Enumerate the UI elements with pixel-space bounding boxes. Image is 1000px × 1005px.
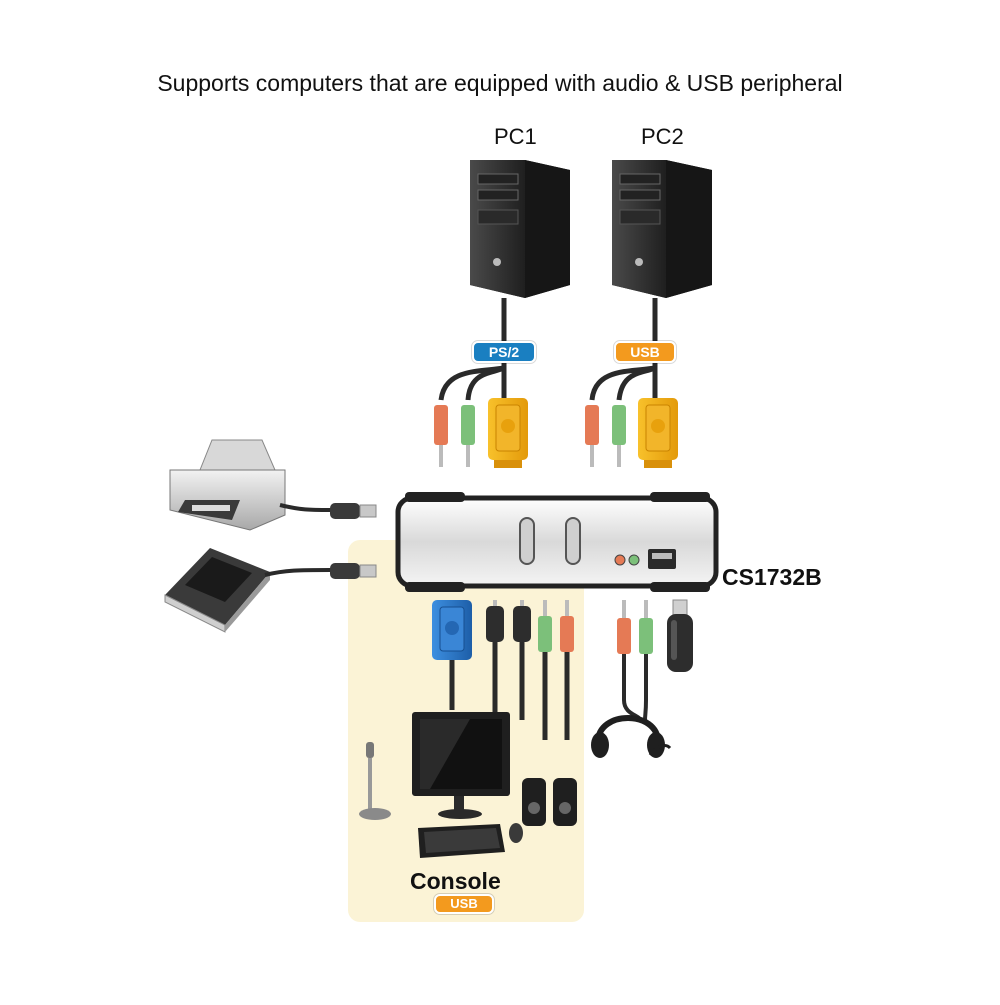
console-keyboard-usb-plug — [486, 600, 504, 642]
keyboard-icon — [418, 824, 505, 858]
front-mic-plug — [639, 600, 653, 654]
console-mic-plug — [538, 600, 552, 652]
pc1-tower-icon — [470, 160, 570, 298]
pc2-vga-connector — [638, 398, 678, 468]
printer-usb-plug — [330, 503, 377, 519]
usb-flash-drive-icon — [667, 599, 693, 672]
console-speaker-plug — [560, 600, 574, 652]
scanner-usb-plug — [330, 563, 377, 579]
speakers-icon — [522, 778, 577, 826]
pc2-speaker-plug — [585, 405, 599, 467]
mic-port — [628, 554, 640, 566]
microphone-icon — [359, 742, 391, 820]
switch-model-label: CS1732B — [722, 564, 822, 590]
pc1-ps2-badge: PS/2 — [472, 341, 536, 363]
diagram-title: Supports computers that are equipped wit… — [157, 70, 843, 96]
pc1-select-button — [519, 517, 535, 565]
console-label: Console — [410, 868, 501, 894]
monitor-icon — [412, 712, 510, 819]
pc1-vga-connector — [488, 398, 528, 468]
pc2-usb-badge: USB — [614, 341, 676, 363]
front-speaker-plug — [617, 600, 631, 654]
scanner-usb-cable — [264, 568, 331, 577]
pc2-label: PC2 — [641, 124, 684, 149]
kvm-switch-icon — [395, 492, 719, 592]
console-vga-connector — [432, 600, 472, 660]
console-cables — [449, 640, 570, 740]
pc1-label: PC1 — [494, 124, 537, 149]
pc2-select-button — [565, 517, 581, 565]
printer-icon — [169, 439, 286, 531]
console-usb-badge: USB — [434, 894, 494, 914]
console-mouse-usb-plug — [513, 600, 531, 642]
mouse-icon — [509, 823, 523, 843]
pc1-mic-plug — [461, 405, 475, 467]
speaker-port — [614, 554, 626, 566]
headset-icon — [591, 715, 672, 758]
front-audio-cables — [622, 650, 648, 721]
pc2-mic-plug — [612, 405, 626, 467]
pc1-speaker-plug — [434, 405, 448, 467]
scanner-icon — [164, 548, 270, 633]
pc2-tower-icon — [612, 160, 712, 298]
printer-usb-cable — [279, 503, 331, 512]
